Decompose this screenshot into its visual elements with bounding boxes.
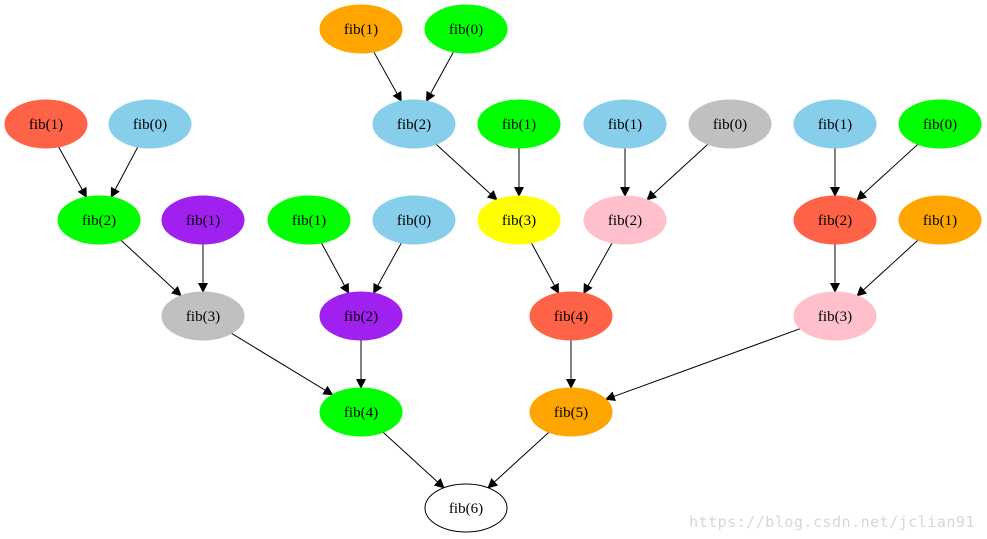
node-label: fib(3)	[818, 309, 852, 325]
node-label: fib(1)	[344, 22, 378, 38]
node-ellipse	[477, 99, 561, 149]
node-label: fib(0)	[133, 117, 167, 133]
node-a1: fib(1)	[319, 4, 403, 54]
edge-c4-to-d2	[373, 242, 402, 295]
node-ellipse	[793, 195, 877, 245]
node-d1: fib(3)	[161, 291, 245, 341]
node-label: fib(6)	[449, 501, 483, 517]
node-label: fib(3)	[502, 213, 536, 229]
edge-b8-to-c7	[856, 143, 919, 201]
node-b6: fib(0)	[688, 99, 772, 149]
node-ellipse	[161, 291, 245, 341]
node-label: fib(1)	[502, 117, 536, 133]
node-e2: fib(5)	[529, 387, 613, 437]
edge-c3-to-d2	[320, 242, 350, 295]
edge-d1-to-e1	[231, 332, 334, 396]
node-b4: fib(1)	[477, 99, 561, 149]
edge-b3-to-c5	[435, 143, 498, 201]
node-b2: fib(0)	[108, 99, 192, 149]
node-d3: fib(4)	[529, 291, 613, 341]
node-ellipse	[319, 291, 403, 341]
node-b8: fib(0)	[898, 99, 982, 149]
edge-b6-to-c6	[646, 143, 709, 201]
edge-c5-to-d3	[530, 242, 560, 295]
node-c5: fib(3)	[477, 195, 561, 245]
node-ellipse	[108, 99, 192, 149]
edges-layer	[58, 51, 919, 489]
edge-e2-to-f1	[487, 431, 550, 489]
node-label: fib(0)	[449, 22, 483, 38]
node-ellipse	[319, 4, 403, 54]
node-ellipse	[161, 195, 245, 245]
edge-c1-to-d1	[120, 239, 182, 297]
node-ellipse	[688, 99, 772, 149]
node-ellipse	[57, 195, 141, 245]
node-label: fib(2)	[82, 213, 116, 229]
node-ellipse	[424, 4, 508, 54]
node-ellipse	[898, 195, 982, 245]
node-ellipse	[372, 195, 456, 245]
node-label: fib(2)	[344, 309, 378, 325]
node-label: fib(3)	[186, 309, 220, 325]
node-f1: fib(6)	[424, 483, 508, 533]
node-c7: fib(2)	[793, 195, 877, 245]
node-label: fib(0)	[713, 117, 747, 133]
node-label: fib(1)	[818, 117, 852, 133]
node-ellipse	[529, 387, 613, 437]
edge-b1-to-c1	[58, 146, 87, 199]
node-ellipse	[793, 291, 877, 341]
node-label: fib(2)	[397, 117, 431, 133]
node-b5: fib(1)	[583, 99, 667, 149]
node-label: fib(1)	[186, 213, 220, 229]
node-e1: fib(4)	[319, 387, 403, 437]
node-ellipse	[529, 291, 613, 341]
node-ellipse	[583, 99, 667, 149]
node-ellipse	[4, 99, 88, 149]
node-b7: fib(1)	[793, 99, 877, 149]
node-label: fib(2)	[608, 213, 642, 229]
node-a2: fib(0)	[424, 4, 508, 54]
node-c4: fib(0)	[372, 195, 456, 245]
edge-c8-to-d4	[856, 239, 919, 297]
node-label: fib(1)	[923, 213, 957, 229]
edge-a2-to-b3	[426, 51, 454, 103]
node-c2: fib(1)	[161, 195, 245, 245]
nodes-layer: fib(1) fib(0) fib(1) fib(0) fib(2) fib(1) fib(…	[4, 4, 982, 533]
node-label: fib(4)	[554, 309, 588, 325]
edge-e1-to-f1	[382, 431, 445, 489]
node-ellipse	[424, 483, 508, 533]
node-b3: fib(2)	[372, 99, 456, 149]
edge-d4-to-e2	[604, 328, 801, 401]
edge-a1-to-b3	[373, 51, 402, 103]
node-ellipse	[319, 387, 403, 437]
node-d4: fib(3)	[793, 291, 877, 341]
node-c3: fib(1)	[267, 195, 351, 245]
node-c8: fib(1)	[898, 195, 982, 245]
edge-c6-to-d3	[583, 242, 613, 295]
node-c1: fib(2)	[57, 195, 141, 245]
node-ellipse	[477, 195, 561, 245]
node-label: fib(2)	[818, 213, 852, 229]
node-label: fib(4)	[344, 405, 378, 421]
node-ellipse	[583, 195, 667, 245]
node-ellipse	[898, 99, 982, 149]
node-ellipse	[267, 195, 351, 245]
node-label: fib(1)	[608, 117, 642, 133]
node-label: fib(1)	[29, 117, 63, 133]
watermark-text: https://blog.csdn.net/jclian91	[689, 513, 975, 531]
node-ellipse	[372, 99, 456, 149]
node-label: fib(0)	[923, 117, 957, 133]
node-ellipse	[793, 99, 877, 149]
node-d2: fib(2)	[319, 291, 403, 341]
node-c6: fib(2)	[583, 195, 667, 245]
node-label: fib(5)	[554, 405, 588, 421]
node-b1: fib(1)	[4, 99, 88, 149]
edge-b2-to-c1	[110, 146, 139, 198]
node-label: fib(1)	[292, 213, 326, 229]
node-label: fib(0)	[397, 213, 431, 229]
